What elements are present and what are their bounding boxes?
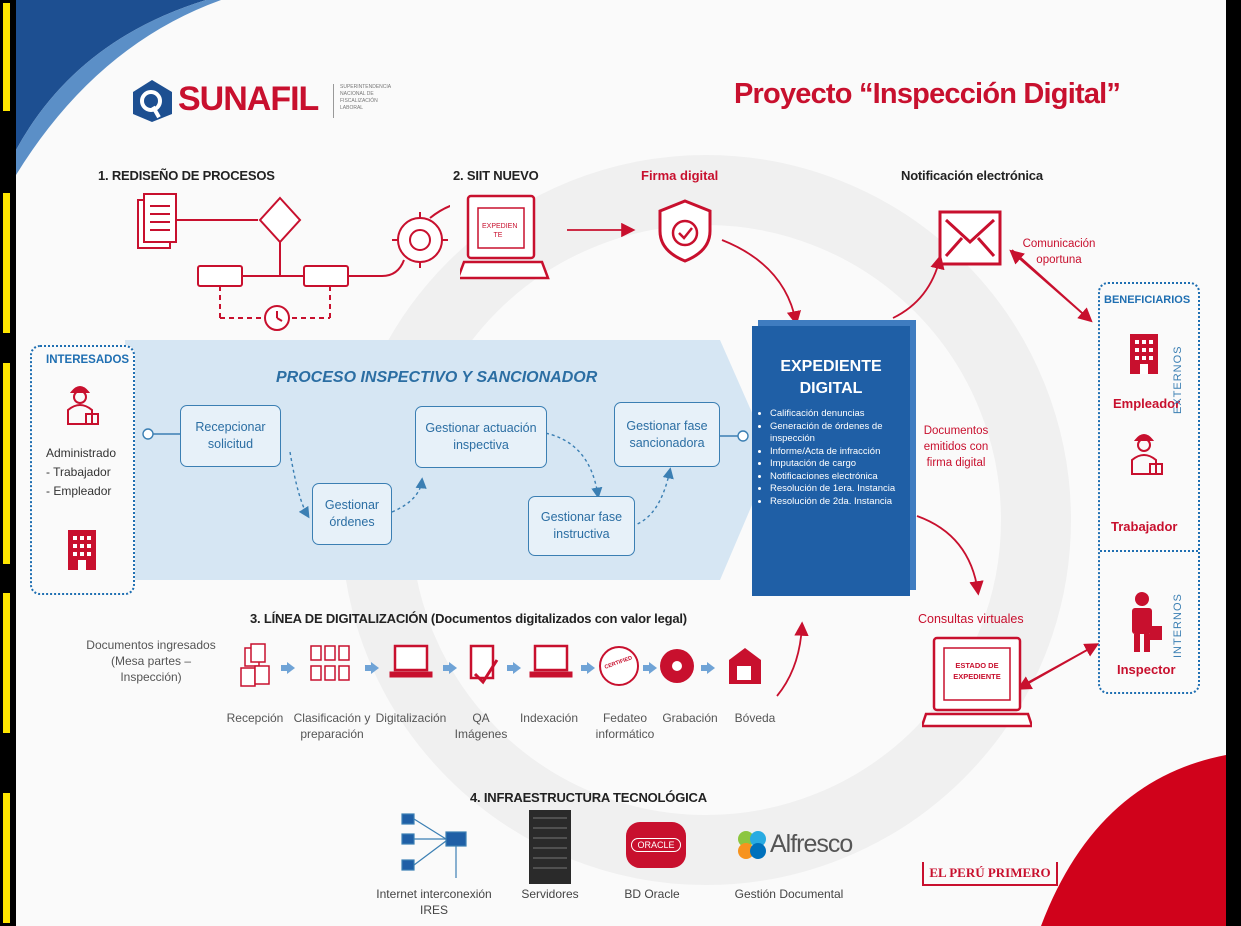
interesados-line3: - Empleador (46, 484, 112, 498)
notificacion-label: Notificación electrónica (901, 168, 1043, 183)
section-3-title: 3. LÍNEA DE DIGITALIZACIÓN (Documentos d… (250, 611, 687, 626)
empleador-building-icon (1130, 334, 1158, 374)
process-flow-lines (142, 428, 749, 527)
left-marker-3 (0, 360, 13, 567)
section-4-title: 4. INFRAESTRUCTURA TECNOLÓGICA (470, 790, 707, 805)
left-marker-4 (0, 590, 13, 736)
beneficiarios-divider (1100, 550, 1198, 552)
expediente-title-1: EXPEDIENTE (780, 358, 882, 375)
left-marker-2 (0, 190, 13, 336)
internos-label: INTERNOS (1172, 593, 1184, 658)
envelope-icon (938, 210, 1002, 266)
logo-divider (333, 84, 334, 118)
step-recepcion: Recepción (226, 711, 284, 725)
infra-oracle: BD Oracle (624, 887, 680, 901)
footer-badge: EL PERÚ PRIMERO (922, 862, 1058, 886)
externos-label: EXTERNOS (1172, 345, 1184, 414)
expediente-digital-box: EXPEDIENTE DIGITAL Calificación denuncia… (752, 326, 910, 596)
alfresco-icon (738, 831, 766, 859)
step-grabacion: Grabación (662, 711, 718, 725)
expediente-item: Imputación de cargo (770, 458, 904, 471)
expediente-item: Informe/Acta de infracción (770, 446, 904, 459)
digitalization-icons (240, 643, 761, 687)
estado-expediente-text: ESTADO DE EXPEDIENTE (953, 661, 1001, 681)
step-qa: QA Imágenes (454, 711, 508, 741)
left-marker-5 (0, 790, 13, 926)
expediente-item: Resolución de 1era. Instancia (770, 483, 904, 496)
step-recepcionar: Recepcionar solicitud (180, 405, 281, 467)
redesign-diagram (137, 193, 450, 331)
worker-icon (67, 386, 99, 425)
laptop-icon (460, 194, 550, 280)
process-title: PROCESO INSPECTIVO Y SANCIONADOR (276, 369, 598, 386)
expediente-item: Generación de órdenes de inspección (770, 421, 904, 446)
infra-servidores: Servidores (521, 887, 579, 901)
comunicacion-label: Comunicación oportuna (1022, 238, 1096, 266)
documentos-emitidos-label: Documentos emitidos con firma digital (923, 425, 989, 469)
sunafil-logo-icon (130, 78, 175, 123)
inspector-icon (1132, 592, 1162, 652)
step-fase-instructiva: Gestionar fase instructiva (528, 496, 635, 556)
step-clasificacion: Clasificación y preparación (293, 711, 371, 741)
step-fedateo: Fedateo informático (595, 711, 655, 741)
section-2-title: 2. SIIT NUEVO (453, 168, 539, 183)
trabajador-label: Trabajador (1111, 519, 1178, 534)
laptop-estado-icon (922, 636, 1032, 728)
interesados-line2: - Trabajador (46, 465, 111, 479)
interesados-line1: Administrado (46, 446, 117, 460)
left-marker-1 (0, 0, 13, 114)
trabajador-icon (1131, 434, 1163, 475)
step-gestionar-ordenes: Gestionar órdenes (312, 483, 392, 545)
footer-text: EL PERÚ PRIMERO (929, 865, 1051, 880)
documentos-ingresados: Documentos ingresados (Mesa partes – Ins… (86, 638, 216, 684)
beneficiarios-panel (1098, 282, 1200, 694)
infra-internet: Internet interconexión IRES (376, 887, 492, 917)
expediente-item: Resolución de 2da. Instancia (770, 496, 904, 509)
building-icon (68, 530, 96, 570)
infra-gestion: Gestión Documental (734, 887, 844, 901)
page-title: Proyecto “Inspección Digital” (734, 78, 1121, 110)
logo-tagline: SUPERINTENDENCIA NACIONAL DE FISCALIZACI… (340, 84, 391, 111)
expediente-title-2: DIGITAL (799, 380, 863, 397)
shield-icon (658, 199, 712, 263)
network-icon (401, 813, 467, 878)
alfresco-name: Alfresco (770, 830, 853, 858)
firma-label: Firma digital (641, 168, 719, 183)
logo-name: SUNAFIL (178, 80, 319, 118)
step-digitalizacion: Digitalización (375, 711, 447, 725)
oracle-text: ORACLE (631, 838, 681, 852)
interesados-title: INTERESADOS (46, 354, 130, 366)
empleador-label: Empleador (1113, 396, 1181, 411)
consultas-label: Consultas virtuales (918, 612, 1024, 626)
step-indexacion: Indexación (519, 711, 579, 725)
laptop-screen-text: EXPEDIEN TE (482, 223, 518, 239)
step-boveda: Bóveda (734, 711, 776, 725)
section-1-title: 1. REDISEÑO DE PROCESOS (98, 168, 275, 183)
step-gestionar-actuacion: Gestionar actuación inspectiva (415, 406, 547, 468)
expediente-items: Calificación denunciasGeneración de órde… (752, 408, 910, 508)
expediente-item: Calificación denuncias (770, 408, 904, 421)
step-fase-sancionadora: Gestionar fase sancionadora (614, 402, 720, 467)
expediente-item: Notificaciones electrónica (770, 471, 904, 484)
oracle-logo: ORACLE (626, 822, 686, 868)
server-icon (529, 810, 571, 884)
beneficiarios-title: BENEFICIARIOS (1104, 294, 1191, 306)
inspector-label: Inspector (1117, 662, 1176, 677)
